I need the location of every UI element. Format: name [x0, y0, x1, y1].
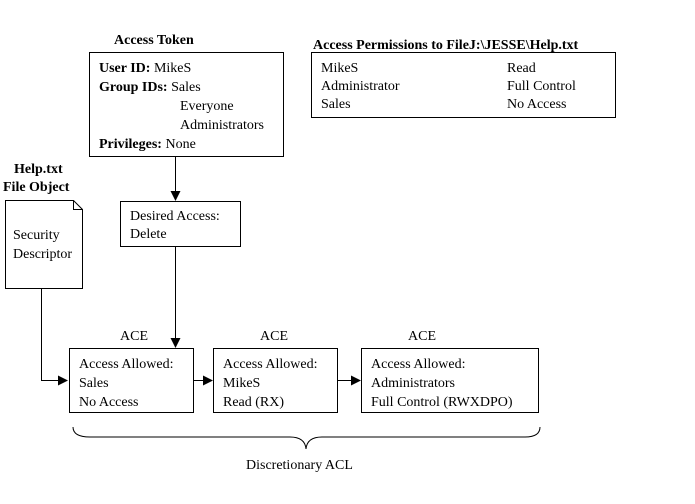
access-token-title: Access Token: [114, 33, 194, 48]
ace-type: Access Allowed:: [79, 357, 174, 372]
privileges-label: Privileges:: [99, 137, 162, 152]
file-object-title-line1: Help.txt: [14, 162, 63, 177]
ace-box: Access Allowed: Administrators Full Cont…: [361, 348, 539, 413]
desired-access-box: Desired Access: Delete: [120, 201, 241, 247]
ace-principal: Administrators: [371, 376, 455, 391]
permissions-box: MikeS Read Administrator Full Control Sa…: [311, 52, 616, 118]
file-object-title-line2: File Object: [3, 180, 70, 195]
ace-label: ACE: [408, 329, 436, 344]
permission-principal: Administrator: [321, 79, 400, 94]
security-descriptor-line1: Security: [13, 228, 60, 243]
user-id-row: User ID: MikeS: [99, 59, 191, 78]
permission-principal: Sales: [321, 97, 351, 112]
ace-label: ACE: [260, 329, 288, 344]
ace-rights: Full Control (RWXDPO): [371, 395, 513, 410]
dacl-label: Discretionary ACL: [246, 458, 353, 473]
dacl-brace: [72, 426, 541, 450]
permission-level: No Access: [507, 97, 567, 112]
group-id-item: Sales: [171, 80, 201, 95]
privileges-row: Privileges: None: [99, 135, 196, 154]
permission-principal: MikeS: [321, 61, 359, 76]
access-token-box: User ID: MikeS Group IDs: Sales Everyone…: [89, 52, 284, 157]
ace-rights: Read (RX): [223, 395, 285, 410]
arrow-descriptor-to-ace1: [41, 289, 68, 386]
ace-label: ACE: [120, 329, 148, 344]
security-descriptor-line2: Descriptor: [13, 247, 73, 262]
ace-box: Access Allowed: Sales No Access: [69, 348, 194, 413]
ace-rights: No Access: [79, 395, 139, 410]
permission-level: Read: [507, 61, 536, 76]
group-ids-label: Group IDs:: [99, 80, 168, 95]
group-id-item: Administrators: [180, 118, 264, 133]
ace-principal: Sales: [79, 376, 109, 391]
user-id-value: MikeS: [153, 61, 192, 76]
permissions-title: Access Permissions to FileJ:\JESSE\Help.…: [313, 38, 579, 53]
desired-access-line1: Desired Access:: [130, 209, 220, 224]
security-descriptor-document-shape: [5, 200, 83, 289]
permission-level: Full Control: [507, 79, 576, 94]
ace-type: Access Allowed:: [223, 357, 318, 372]
ace-box: Access Allowed: MikeS Read (RX): [213, 348, 338, 413]
group-ids-row: Group IDs: Sales: [99, 78, 201, 97]
desired-access-line2: Delete: [130, 227, 167, 242]
group-id-item: Everyone: [180, 99, 234, 114]
folded-corner: [73, 200, 83, 210]
user-id-label: User ID:: [99, 61, 151, 76]
ace-type: Access Allowed:: [371, 357, 466, 372]
privileges-value: None: [165, 137, 196, 152]
ace-principal: MikeS: [223, 376, 261, 391]
